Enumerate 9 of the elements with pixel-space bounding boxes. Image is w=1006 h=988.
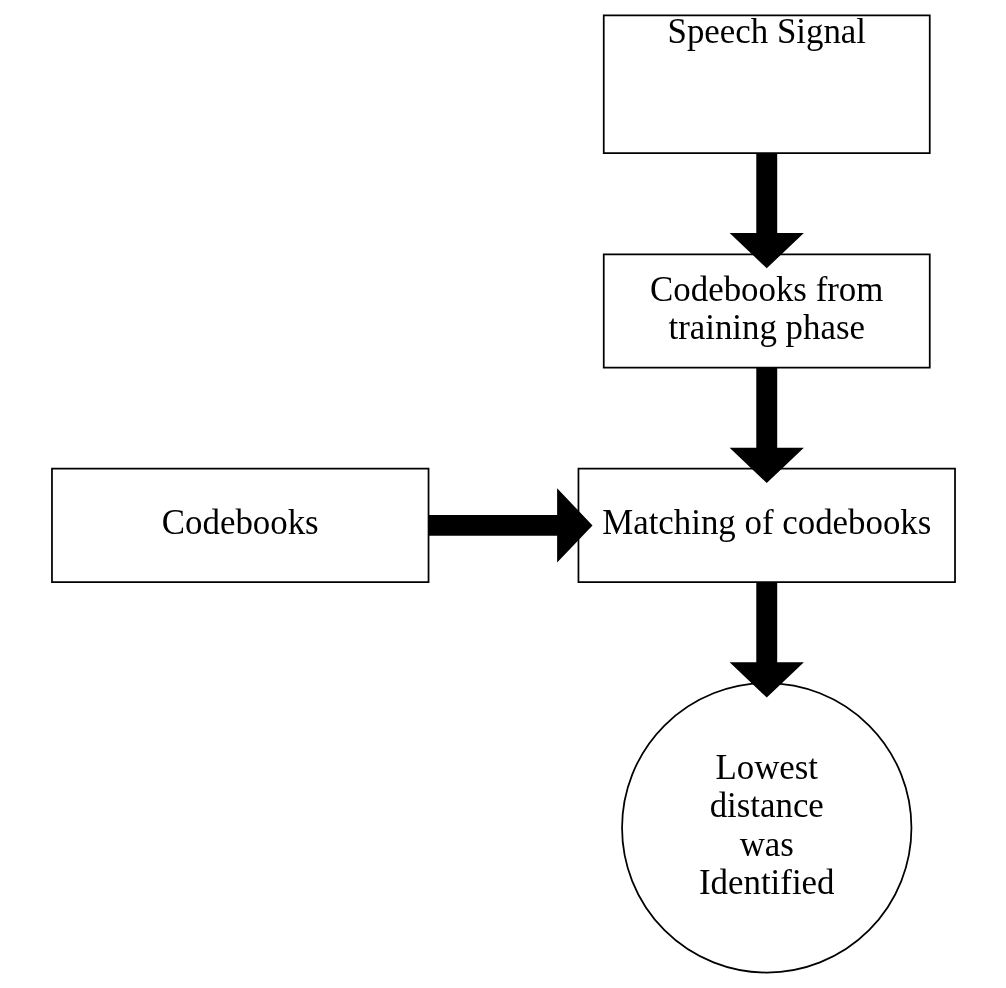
arrow	[729, 153, 804, 269]
node-box: Speech Signal	[602, 14, 931, 155]
node-circle: Lowest distance was Identified	[620, 682, 912, 974]
node-box: Codebooks	[50, 467, 429, 583]
arrow	[729, 582, 804, 698]
node-box: Matching of codebooks	[577, 467, 956, 583]
node-box: Codebooks from training phase	[602, 253, 931, 369]
arrow	[428, 488, 592, 563]
arrow	[729, 368, 804, 484]
